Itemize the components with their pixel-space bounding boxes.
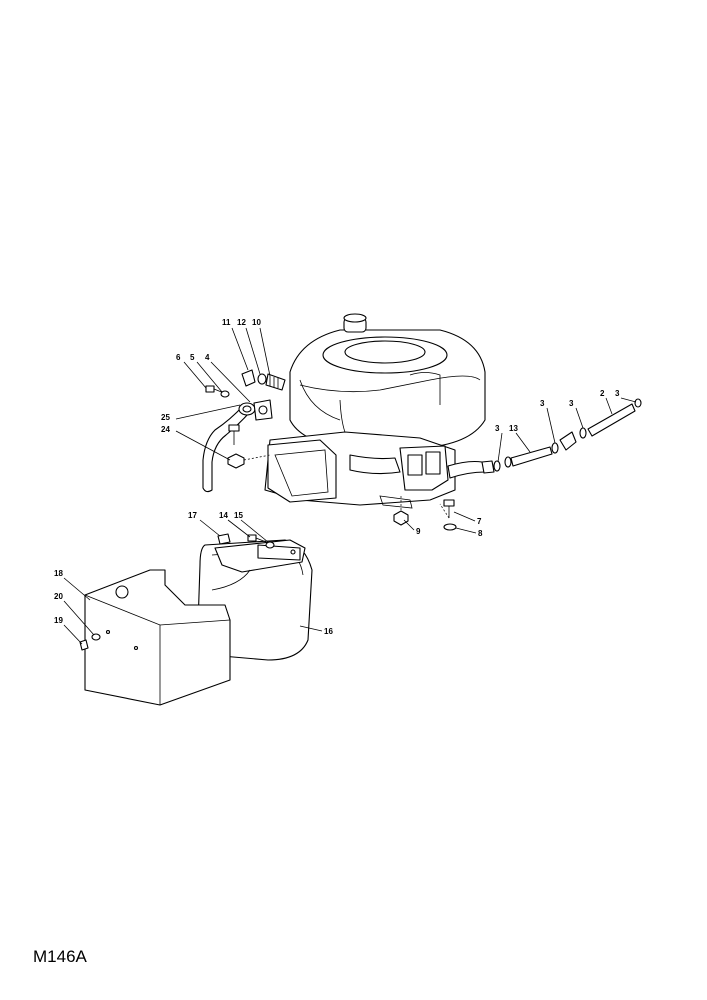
callout-11: 11	[222, 318, 231, 327]
callout-25: 25	[161, 413, 170, 422]
callout-15: 15	[234, 511, 243, 520]
callout-2: 2	[600, 389, 605, 398]
callout-14: 14	[219, 511, 228, 520]
callout-3-filter-clip-outer: 3	[615, 389, 620, 398]
engine	[264, 313, 486, 509]
callout-20: 20	[54, 592, 63, 601]
callout-17: 17	[188, 511, 197, 520]
callout-6: 6	[176, 353, 181, 362]
callout-4: 4	[205, 353, 210, 362]
callout-7: 7	[477, 517, 482, 526]
dipstick-tube-assembly	[202, 385, 273, 493]
callout-18: 18	[54, 569, 63, 578]
drawing-code: M146A	[33, 947, 87, 966]
callout-8: 8	[478, 529, 483, 538]
callout-3-inlet-clip: 3	[495, 424, 500, 433]
callout-13: 13	[509, 424, 518, 433]
callout-3-filter-clip: 3	[569, 399, 574, 408]
callout-10: 10	[252, 318, 261, 327]
leader-lines	[63, 327, 637, 645]
callout-labels: 11 12 10 6 5 4 25 24 2 3 3 3 3 13 7 8 9 …	[54, 318, 620, 636]
callout-5: 5	[190, 353, 195, 362]
callout-3-line-clip: 3	[540, 399, 545, 408]
callout-24: 24	[161, 425, 170, 434]
fuel-line	[481, 398, 642, 474]
callout-9: 9	[416, 527, 421, 536]
callout-12: 12	[237, 318, 246, 327]
mount-fasteners	[393, 495, 457, 531]
breather-fittings	[241, 369, 286, 391]
callout-16: 16	[324, 627, 333, 636]
callout-19: 19	[54, 616, 63, 625]
heat-shield	[79, 569, 231, 706]
